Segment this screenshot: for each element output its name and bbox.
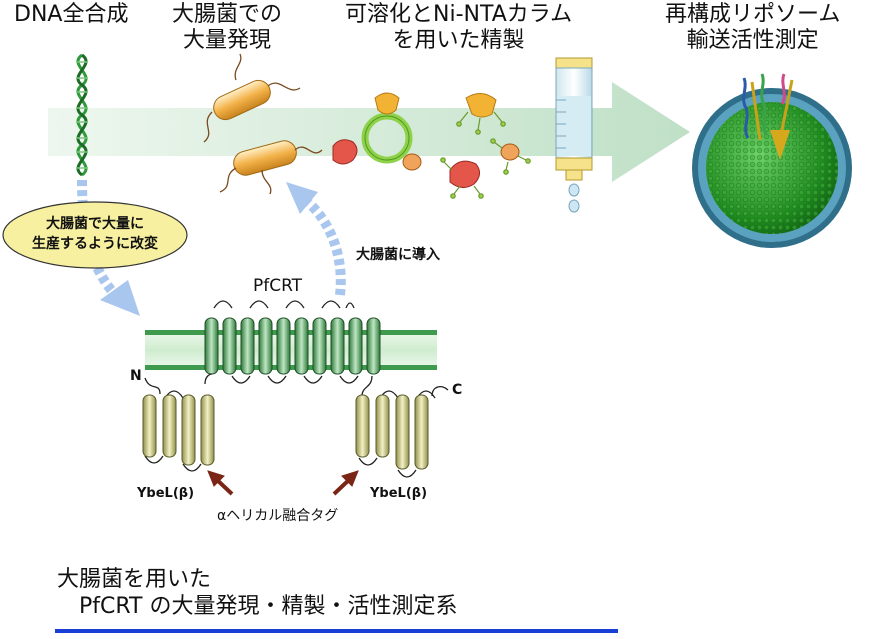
- ybel-right-domain: [355, 375, 449, 478]
- step-dna-synthesis-label: DNA全合成: [14, 2, 129, 27]
- modification-bubble-text: 大腸菌で大量に生産するように改変: [32, 216, 158, 252]
- ni-nta-column-icon: [555, 57, 593, 213]
- step-expression-label: 大腸菌での大量発現: [172, 2, 283, 53]
- pfcrt-label: PfCRT: [253, 276, 303, 296]
- step-assay-label: 再構成リポソーム輸送活性測定: [665, 2, 841, 53]
- figure-caption: 大腸菌を用いた PfCRT の大量発現・精製・活性測定系: [57, 567, 458, 619]
- modification-bubble: [2, 201, 188, 269]
- protein-to-ecoli-arrow: [286, 182, 346, 296]
- liposome-icon: [692, 73, 852, 248]
- ecoli-icon: [203, 53, 323, 195]
- membrane-band: [145, 330, 437, 370]
- fusion-tag-arrows: [207, 470, 359, 496]
- dna-helix-icon: [76, 53, 88, 177]
- c-terminus-label: C: [452, 382, 463, 398]
- caption-underline: [55, 629, 618, 633]
- introduce-ecoli-label: 大腸菌に導入: [356, 247, 440, 263]
- n-terminus-label: N: [130, 368, 142, 384]
- ybel-left-domain: [142, 373, 215, 472]
- ybel-left-label: YbeL(β): [137, 486, 195, 501]
- pfcrt-helices: [204, 300, 381, 384]
- helical-fusion-tag-caption: αヘリカル融合タグ: [217, 508, 339, 524]
- dna-to-protein-arrow: [77, 179, 140, 316]
- ybel-right-label: YbeL(β): [370, 486, 428, 501]
- step-purification-label: 可溶化とNi-NTAカラムを用いた精製: [345, 2, 573, 53]
- solubilized-protein-icon: [332, 92, 531, 199]
